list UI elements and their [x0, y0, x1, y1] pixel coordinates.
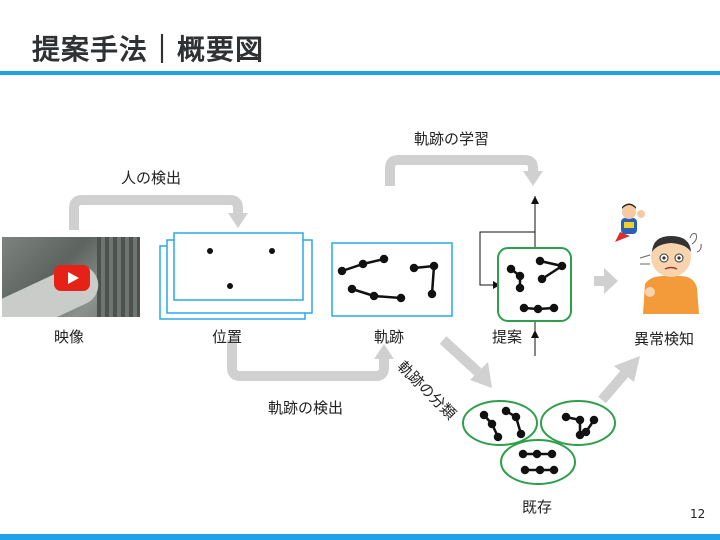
existing-cluster-3-paths — [518, 449, 559, 475]
arrow-trajectory-detection-head — [374, 344, 394, 359]
label-position: 位置 — [212, 328, 243, 346]
position-box-front — [173, 232, 304, 301]
label-video: 映像 — [54, 328, 85, 346]
trajectory-paths — [337, 254, 439, 303]
building-image — [97, 237, 140, 317]
arrow-to-anomaly — [594, 276, 606, 286]
label-trajectory: 軌跡 — [374, 328, 405, 346]
proposal-feedback-arrow — [493, 281, 500, 289]
arrow-classification-head — [470, 362, 492, 388]
arrow-trajectory-detection — [227, 340, 389, 381]
existing-cluster-3 — [500, 439, 576, 485]
arrow-to-anomaly-head — [604, 268, 618, 294]
label-existing: 既存 — [522, 498, 553, 516]
video-thumbnail[interactable] — [2, 237, 140, 317]
label-trajectory-learning: 軌跡の学習 — [414, 130, 490, 148]
proposal-feedback-line — [479, 231, 535, 286]
label-trajectory-detection: 軌跡の検出 — [268, 399, 344, 417]
label-proposal: 提案 — [492, 328, 523, 346]
label-anomaly: 異常検知 — [634, 330, 695, 348]
proposal-axis-arrow-up — [531, 196, 539, 204]
proposal-box — [497, 247, 572, 322]
existing-cluster-2-paths — [561, 412, 599, 440]
title-underline — [0, 71, 720, 75]
play-button-icon[interactable] — [54, 265, 90, 291]
position-point — [227, 283, 233, 289]
slide-title: 提案手法｜概要図 — [32, 33, 265, 66]
footer-bar — [0, 534, 720, 540]
position-point — [269, 248, 275, 254]
existing-cluster-1-paths — [479, 406, 526, 442]
proposal-axis-arrow-up-lower — [531, 330, 539, 338]
page-number: 12 — [690, 507, 706, 521]
arrow-person-detection — [69, 195, 243, 230]
arrow-existing-to-anomaly — [598, 368, 630, 404]
arrow-existing-to-anomaly-head — [614, 356, 640, 382]
label-person-detection: 人の検出 — [121, 169, 182, 187]
arrow-classification — [439, 336, 482, 376]
position-point — [207, 248, 213, 254]
superhero-icon — [615, 203, 645, 242]
arrow-trajectory-learning — [385, 155, 538, 186]
proposal-paths — [506, 256, 567, 314]
confused-person-icon — [639, 233, 702, 314]
arrow-trajectory-learning-head — [523, 171, 543, 186]
arrow-person-detection-head — [228, 213, 248, 228]
